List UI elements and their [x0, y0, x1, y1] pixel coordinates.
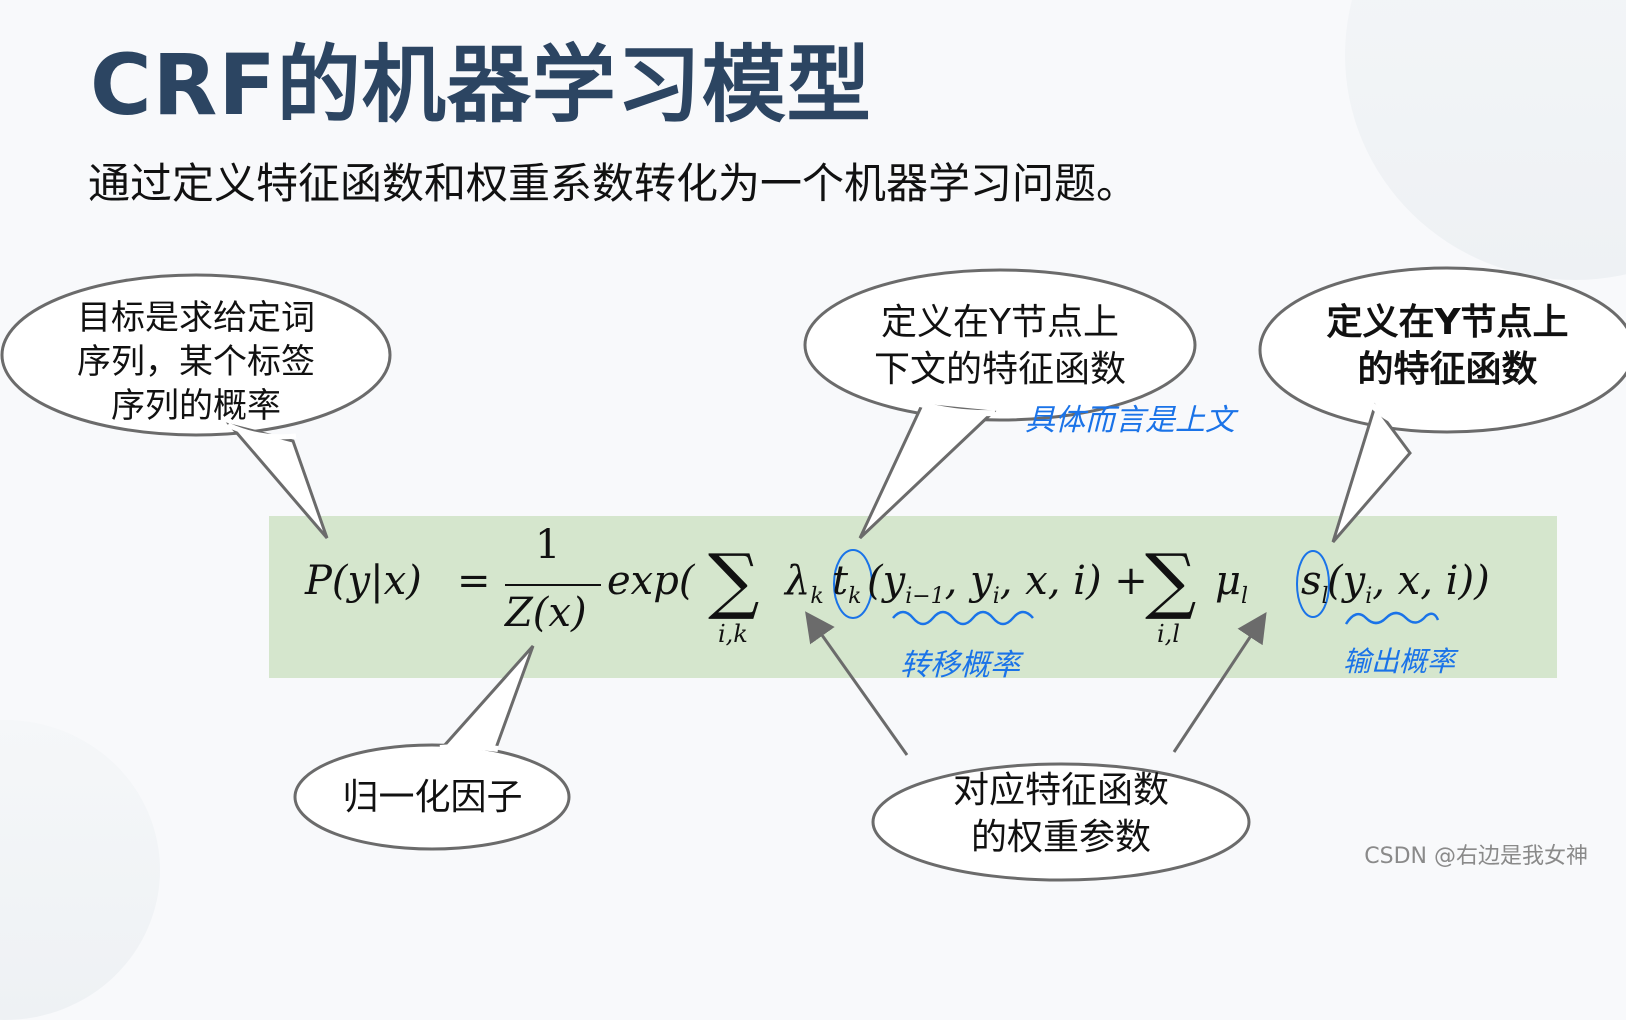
formula-lhs: P(y|x)	[305, 558, 422, 604]
formula-lambda: λk	[785, 558, 824, 609]
callout-normalization-line-1: 归一化因子	[342, 777, 523, 818]
circle-s-l	[1296, 550, 1330, 618]
formula-args-1: (yi−1, yi, x, i) +	[867, 558, 1148, 609]
slide-subtitle: 通过定义特征函数和权重系数转化为一个机器学习问题。	[88, 159, 1139, 208]
callout-transition-shape	[803, 268, 1197, 540]
squiggle-transition	[892, 610, 1034, 626]
note-context: 具体而言是上文	[1025, 403, 1235, 438]
callout-transition-feature: 定义在Y节点上 下文的特征函数	[850, 300, 1150, 394]
formula-fraction-bar	[505, 584, 601, 586]
callout-state-feature: 定义在Y节点上 的特征函数	[1295, 300, 1600, 394]
formula-equals: =	[457, 558, 491, 604]
annotation-layer	[0, 266, 1626, 882]
formula-mu: μl	[1215, 558, 1249, 609]
callout-weights-line-1: 对应特征函数	[952, 770, 1169, 811]
formula-box	[269, 516, 1557, 678]
slide-title: CRF的机器学习模型	[90, 36, 872, 134]
formula-sum-2-sub: i,l	[1157, 620, 1180, 648]
formula-exp: exp(	[607, 558, 695, 604]
formula-s: sl	[1301, 558, 1329, 609]
callout-weights-line-2: 的权重参数	[970, 816, 1151, 858]
formula-fraction-numerator: 1	[535, 522, 561, 568]
squiggle-output	[1344, 611, 1440, 625]
formula-sum-2: ∑	[1145, 538, 1197, 622]
callout-target-shape	[0, 273, 392, 539]
callout-target-line-1: 目标是求给定词	[77, 298, 315, 338]
callout-weights: 对应特征函数 的权重参数	[910, 768, 1212, 862]
note-transition-probability: 转移概率	[900, 648, 1020, 683]
arrow-to-lambda	[805, 611, 909, 756]
callout-target-line-2: 序列，某个标签	[77, 342, 315, 383]
callout-state-line-2: 的特征函数	[1357, 348, 1538, 390]
callout-transition-line-2: 下文的特征函数	[873, 348, 1126, 390]
callout-state-line-1: 定义在Y节点上	[1326, 302, 1569, 343]
circle-t-k	[833, 549, 873, 619]
formula-sum-1-sub: i,k	[718, 620, 748, 648]
formula-t: tk	[832, 558, 862, 609]
callout-transition-line-1: 定义在Y节点上	[881, 302, 1119, 343]
note-output-probability: 输出概率	[1343, 645, 1456, 678]
callout-weights-shape	[871, 762, 1251, 882]
formula-fraction-denominator: Z(x)	[505, 590, 587, 636]
formula-args-2: (yi, x, i))	[1327, 558, 1490, 609]
watermark: CSDN @右边是我女神	[1364, 844, 1588, 869]
formula-sum-1: ∑	[708, 538, 760, 622]
callout-normalization: 归一化因子	[310, 775, 555, 822]
callout-normalization-shape	[293, 645, 571, 851]
arrow-to-mu	[1172, 611, 1267, 753]
callout-state-shape	[1258, 266, 1626, 543]
callout-target: 目标是求给定词 序列，某个标签 序列的概率	[40, 296, 352, 429]
callout-target-line-3: 序列的概率	[111, 386, 281, 427]
